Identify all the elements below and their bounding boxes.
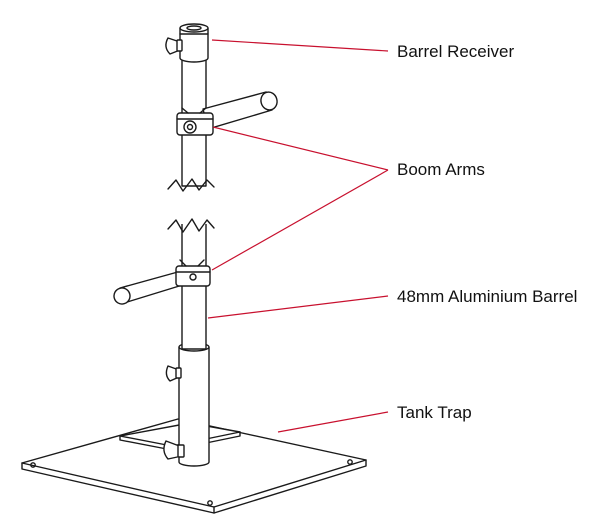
label-tank-trap: Tank Trap (397, 403, 472, 422)
leader-lines (207, 39, 389, 433)
boom-arm-upper (202, 91, 278, 130)
wing-nut-icon (165, 365, 182, 382)
label-barrel: 48mm Aluminium Barrel (397, 287, 577, 306)
leader-boom-arm-upper (212, 126, 389, 171)
boom-clamp-upper (176, 107, 214, 136)
label-barrel-receiver: Barrel Receiver (397, 42, 514, 61)
label-boom-arms: Boom Arms (397, 160, 485, 179)
leader-barrel (207, 295, 389, 319)
base-wing-nut-icon (163, 440, 185, 460)
leader-tank-trap (277, 411, 389, 433)
leader-barrel-receiver (211, 39, 389, 52)
leader-boom-arm-lower (211, 169, 389, 271)
receiver-wing-nut-icon (165, 37, 183, 55)
boom-clamp-lower (175, 259, 211, 287)
barrel-receiver (179, 23, 209, 63)
